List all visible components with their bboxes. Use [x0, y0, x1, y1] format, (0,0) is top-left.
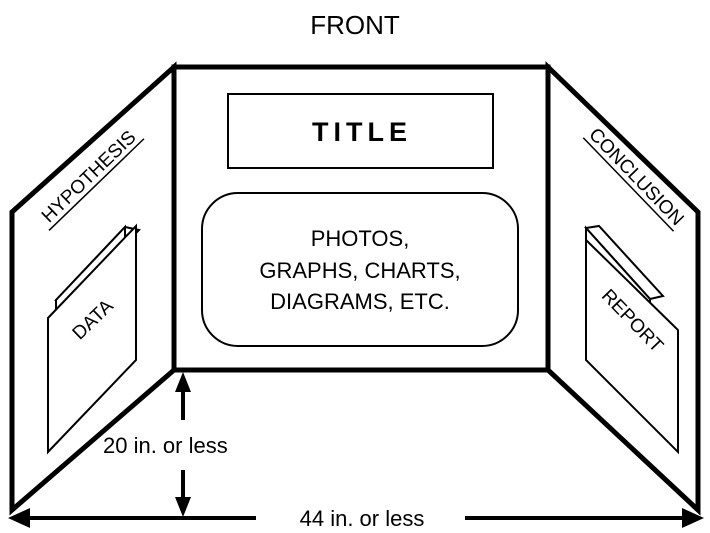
hypothesis-underline — [48, 138, 145, 231]
title-box — [227, 93, 494, 169]
media-line-1: PHOTOS, — [311, 226, 410, 251]
center-panel — [171, 64, 551, 373]
right-panel — [545, 61, 701, 516]
report-sheet — [585, 237, 679, 455]
title-label: TITLE — [312, 117, 412, 147]
width-label: 44 in. or less — [300, 506, 425, 531]
media-box — [201, 192, 519, 347]
media-line-2: GRAPHS, CHARTS, — [259, 258, 460, 283]
height-label: 20 in. or less — [103, 433, 228, 458]
report-folder — [584, 224, 679, 455]
left-panel — [9, 61, 177, 516]
width-arrow — [8, 508, 704, 528]
conclusion-label: CONCLUSION — [584, 124, 687, 230]
heading-front: FRONT — [310, 10, 400, 40]
data-sheet — [47, 223, 137, 455]
media-line-3: DIAGRAMS, ETC. — [270, 289, 450, 314]
height-arrow — [175, 372, 191, 517]
conclusion-heading: CONCLUSION — [582, 124, 688, 232]
data-folder — [47, 223, 141, 455]
conclusion-underline — [582, 137, 675, 232]
